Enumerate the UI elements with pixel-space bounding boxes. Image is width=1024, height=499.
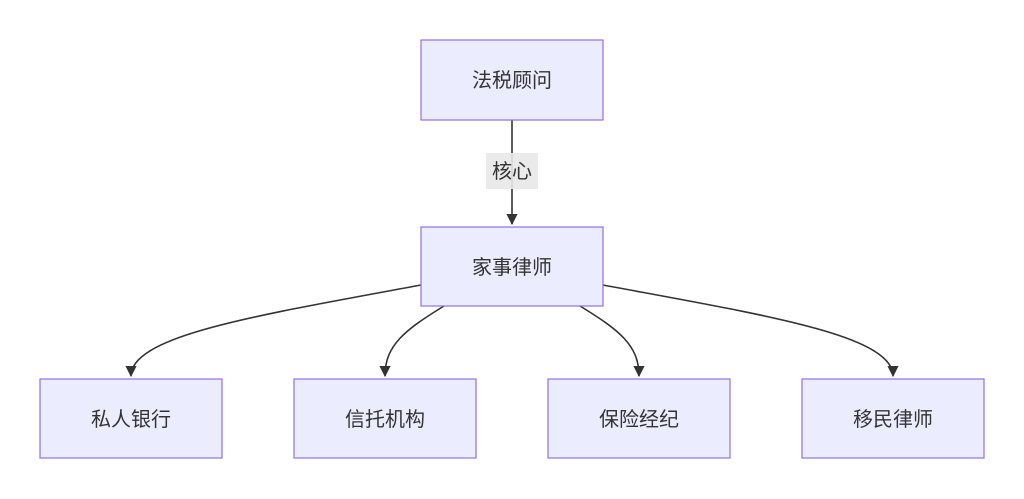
node-immigration-label: 移民律师 — [853, 407, 933, 431]
edge-label-core: 核心 — [486, 153, 538, 189]
node-trust[interactable]: 信托机构 — [293, 378, 477, 459]
edge-family-to-immigration — [602, 284, 899, 378]
edge-label-core-text: 核心 — [492, 159, 532, 183]
node-immigration[interactable]: 移民律师 — [801, 378, 985, 459]
edge-family-to-insurance — [579, 305, 645, 378]
edge-family-to-private-bank — [125, 284, 422, 378]
node-insurance[interactable]: 保险经纪 — [547, 378, 731, 459]
node-insurance-label: 保险经纪 — [599, 407, 679, 431]
node-family-lawyer[interactable]: 家事律师 — [420, 226, 604, 307]
node-tax-advisor[interactable]: 法税顾问 — [420, 39, 604, 121]
node-trust-label: 信托机构 — [345, 407, 425, 431]
node-private-bank-label: 私人银行 — [91, 407, 171, 431]
node-tax-advisor-label: 法税顾问 — [472, 68, 552, 92]
node-family-lawyer-label: 家事律师 — [472, 255, 552, 279]
node-private-bank[interactable]: 私人银行 — [39, 378, 223, 459]
edge-family-to-trust — [379, 305, 445, 378]
